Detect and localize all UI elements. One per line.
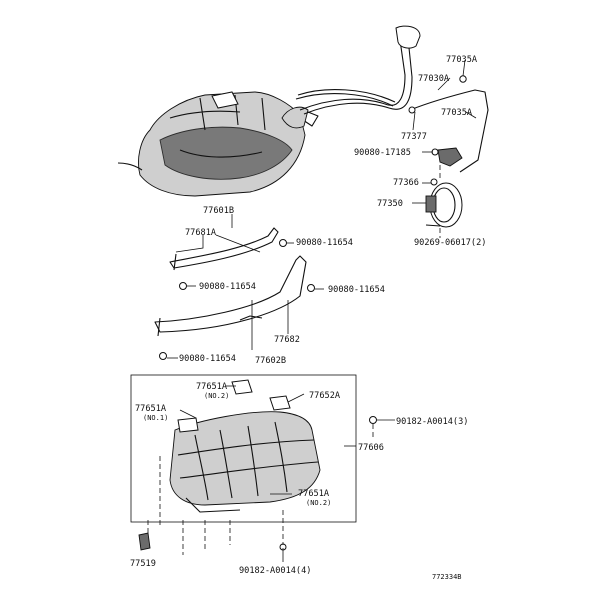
label-77366: 77366 <box>393 178 419 188</box>
label-77602b: 77602B <box>255 356 286 366</box>
label-77651a-2-sub: (NO.1) <box>143 414 168 422</box>
filler-pipe-drawing <box>295 25 489 173</box>
diagram-reference-code: 772334B <box>432 573 462 581</box>
protector-group-frame <box>130 374 357 523</box>
label-77651a-1: 77651A <box>196 382 228 392</box>
tank-protector-drawing <box>169 379 321 513</box>
label-90080-11654-c: 90080-11654 <box>199 282 256 292</box>
label-77350: 77350 <box>377 199 403 209</box>
label-90080-11654-b: 90080-11654 <box>328 285 385 295</box>
label-77681a: 77681A <box>185 228 217 238</box>
label-77035a-mid: 77035A <box>441 108 473 118</box>
label-90080-17185: 90080-17185 <box>354 148 411 158</box>
leader-lines <box>167 59 477 562</box>
guide-lines <box>147 165 441 555</box>
label-77601b: 77601B <box>203 206 234 216</box>
strap-lower-drawing <box>154 255 307 337</box>
label-90080-11654-d: 90080-11654 <box>179 354 236 364</box>
label-77606: 77606 <box>358 443 384 453</box>
label-90182-a0014-3: 90182-A0014(3) <box>396 417 468 427</box>
label-77030a: 77030A <box>418 74 450 84</box>
strap-upper-drawing <box>169 227 279 271</box>
label-77651a-3-sub: (NO.2) <box>306 499 331 507</box>
label-77035a-top: 77035A <box>446 55 478 65</box>
label-77651a-2: 77651A <box>135 404 167 414</box>
label-77652a: 77652A <box>309 391 341 401</box>
label-77651a-1-sub: (NO.2) <box>204 392 229 400</box>
label-77519: 77519 <box>130 559 156 569</box>
label-90269-06017: 90269-06017(2) <box>414 238 486 248</box>
label-90182-a0014-4: 90182-A0014(4) <box>239 566 311 576</box>
label-77377: 77377 <box>401 132 427 142</box>
fuel-lid-drawing <box>425 147 463 228</box>
fuel-tank-drawing <box>117 91 319 197</box>
label-90080-11654-a: 90080-11654 <box>296 238 353 248</box>
label-77651a-3: 77651A <box>298 489 330 499</box>
label-77682: 77682 <box>274 335 300 345</box>
